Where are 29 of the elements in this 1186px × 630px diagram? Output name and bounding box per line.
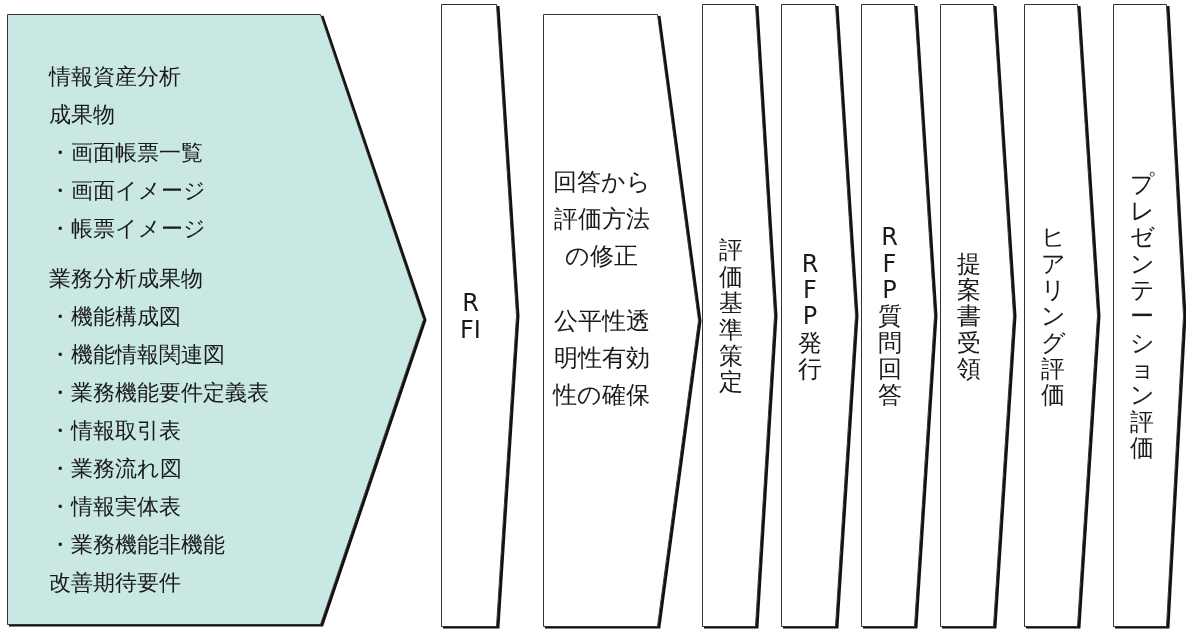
step-label: 評価基準策定 <box>718 237 743 396</box>
list-item: ・機能構成図 <box>49 303 182 331</box>
chevron-step <box>702 4 778 629</box>
step-label: 回答から評価方法の修正 <box>552 167 652 272</box>
list-item: ・帳票イメージ <box>49 215 207 243</box>
list-item: ・業務流れ図 <box>49 455 183 483</box>
list-item: ・機能情報関連図 <box>49 341 226 369</box>
list-item: 情報資産分析成果物 <box>49 63 182 129</box>
list-item: ・情報取引表 <box>49 417 182 445</box>
step-label: ヒアリング評価 <box>1040 224 1065 409</box>
chevron-step <box>781 4 859 629</box>
list-item: ・画面イメージ <box>49 177 207 205</box>
step-label: RFP質問回答 <box>877 224 902 409</box>
list-item: 業務分析成果物 <box>49 265 204 293</box>
list-item: ・情報実体表 <box>49 493 182 521</box>
chevron-step <box>1113 4 1186 629</box>
list-item: ・業務機能要件定義表 <box>49 379 269 407</box>
chevron-step <box>940 4 1017 629</box>
chevron-step <box>7 14 427 627</box>
step-label: RFI <box>459 290 482 343</box>
chevron-step <box>441 4 520 629</box>
step-label: 提案書受領 <box>956 250 981 383</box>
step-label: プレゼンテーション評価 <box>1129 171 1154 462</box>
list-item: ・画面帳票一覧 <box>49 139 204 167</box>
list-item: ・業務機能非機能改善期待要件 <box>49 531 226 597</box>
step-label: 公平性透明性有効性の確保 <box>551 306 652 411</box>
step-label: RFP発行 <box>798 250 822 383</box>
chevron-step <box>1024 4 1101 629</box>
chevron-step <box>861 4 938 629</box>
